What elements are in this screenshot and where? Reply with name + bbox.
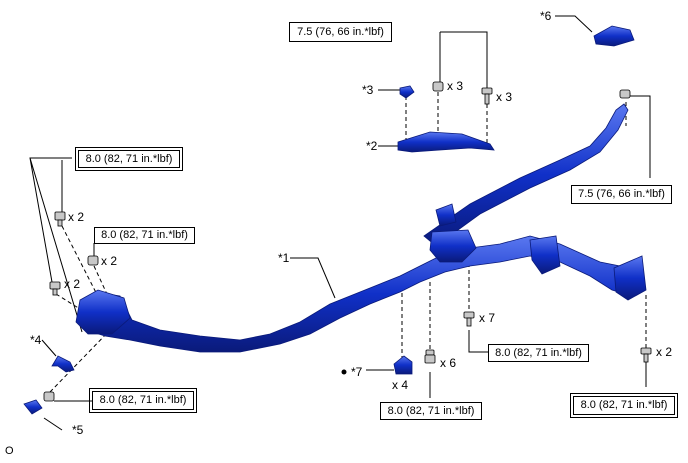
torque-box-bottom-right: 8.0 (82, 71 in.*lbf)	[570, 393, 678, 418]
torque-box-left-upper: 8.0 (82, 71 in.*lbf)	[75, 147, 183, 171]
leader-lines	[29, 15, 651, 431]
bracket-part-2	[397, 131, 495, 153]
bolt-center	[463, 311, 475, 327]
qty-bottom-clip: x 4	[392, 378, 409, 392]
clamp-part-7	[393, 355, 413, 375]
callout-part-1: *1	[278, 251, 290, 265]
qty-bottom-bolt: x 6	[440, 356, 457, 370]
nut-bottom-left	[43, 391, 55, 402]
clamp-part-4	[51, 355, 75, 373]
nut-left-mid	[87, 255, 99, 266]
callout-part-5: *5	[72, 423, 84, 437]
marker-dot-7	[341, 369, 347, 375]
qty-top-bolt: x 3	[496, 90, 513, 104]
figure-code: O	[5, 445, 14, 457]
qty-left-lower: x 2	[64, 277, 81, 291]
bolt-right	[640, 347, 652, 363]
qty-top-nut: x 3	[447, 79, 464, 93]
callout-part-2: *2	[366, 139, 378, 153]
fasteners	[43, 81, 652, 402]
torque-box-bottom-left: 8.0 (82, 71 in.*lbf)	[89, 388, 197, 413]
torque-box-left-mid: 8.0 (82, 71 in.*lbf)	[94, 227, 195, 244]
torque-box-center: 8.0 (82, 71 in.*lbf)	[488, 344, 589, 362]
bolt-bottom	[424, 349, 436, 364]
bolt-left-lower	[49, 281, 61, 296]
torque-box-right-upper: 7.5 (76, 66 in.*lbf)	[571, 185, 672, 204]
qty-left-upper: x 2	[68, 210, 85, 224]
bolt-left-upper	[54, 211, 66, 227]
callout-part-3: *3	[362, 83, 374, 97]
callout-part-4: *4	[30, 333, 42, 347]
qty-right-bolt: x 2	[656, 345, 673, 359]
callout-part-6: *6	[540, 9, 552, 23]
bolt-top	[481, 87, 493, 105]
callout-part-7: *7	[351, 365, 363, 379]
nut-right-top	[619, 89, 631, 99]
wire-harness-part-1	[75, 103, 647, 353]
torque-box-bottom-center: 8.0 (82, 71 in.*lbf)	[380, 402, 482, 420]
qty-center-bolt: x 7	[479, 311, 496, 325]
torque-box-top: 7.5 (76, 66 in.*lbf)	[289, 22, 392, 42]
connector-part-6	[593, 25, 635, 47]
clip-part-3	[399, 85, 415, 99]
nut-top	[432, 81, 444, 92]
clip-part-5	[23, 399, 43, 415]
qty-left-mid: x 2	[101, 254, 118, 268]
